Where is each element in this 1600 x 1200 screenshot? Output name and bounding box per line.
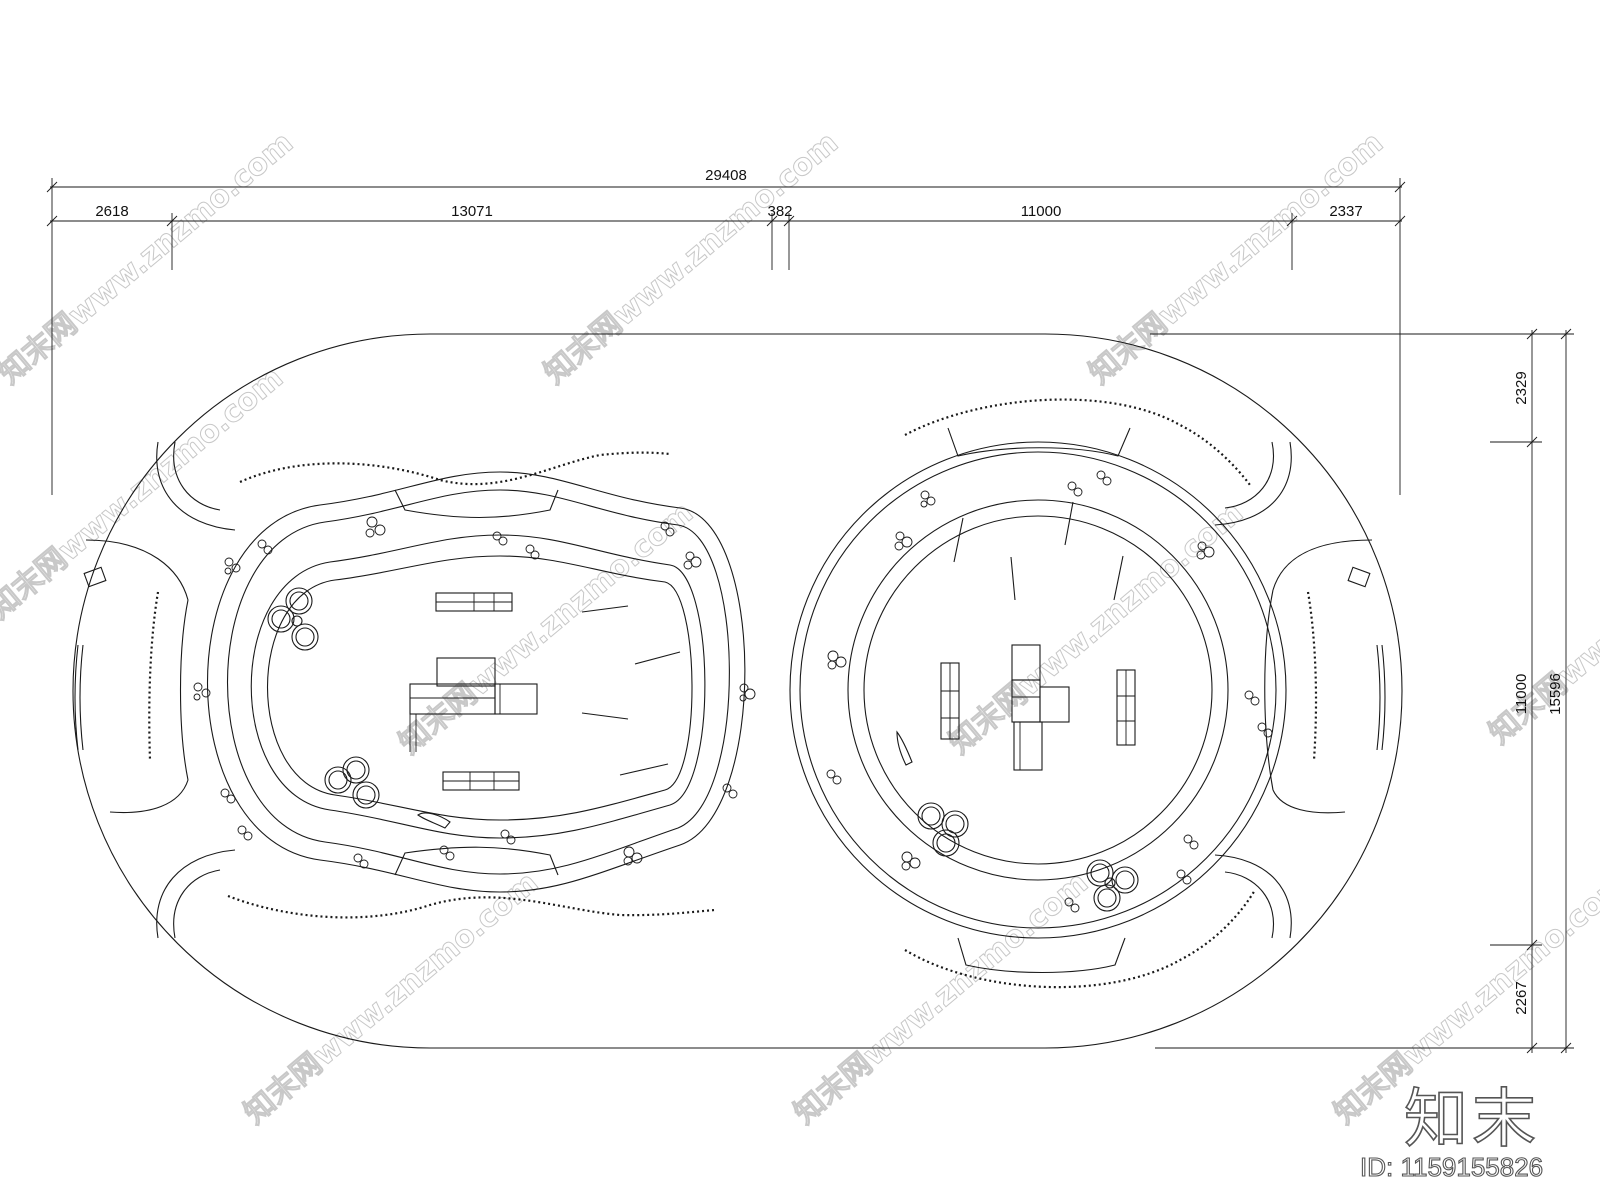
- watermark: 知末网www.znzmo.com: [1083, 125, 1390, 391]
- animal-figure: [896, 730, 913, 766]
- right-dimensions: 2329 11000 2267 15596: [1150, 328, 1574, 1054]
- right-end-lawn: [1264, 539, 1386, 814]
- tire-swing: [324, 756, 380, 809]
- top-dimensions: 29408 2618 13071 382 11000 2337: [46, 167, 1406, 495]
- play-structure: [1039, 686, 1070, 723]
- watermark: 知末网www.znzmo.com: [788, 865, 1095, 1131]
- watermark-layer: 知末网www.znzmo.com 知末网www.znzmo.com 知末网www…: [0, 125, 1600, 1132]
- dim-right: 2267: [1513, 981, 1530, 1014]
- watermark: 知末网www.znzmo.com: [238, 865, 545, 1131]
- left-play-area: [207, 451, 746, 919]
- watermark: 知末网www.znzmo.com: [1483, 485, 1600, 751]
- dim-right: 11000: [1513, 674, 1530, 715]
- slide: [494, 683, 538, 715]
- dim-segment: 382: [767, 203, 792, 220]
- left-end-lawn: [74, 539, 189, 814]
- slide: [1013, 721, 1043, 771]
- bench: [1347, 566, 1371, 588]
- corner-planters: [156, 441, 1292, 939]
- tire-swing: [267, 587, 319, 651]
- brand-logo: 知末: [1403, 1082, 1540, 1158]
- dim-overall-height: 15596: [1547, 673, 1564, 715]
- left-play-equipment: [267, 587, 681, 829]
- bench: [83, 566, 107, 588]
- watermark: 知末网www.znzmo.com: [538, 125, 845, 391]
- dim-segment: 2337: [1329, 203, 1362, 220]
- animal-figure: [417, 812, 451, 829]
- right-shrubs: [826, 470, 1273, 913]
- dim-segment: 2618: [95, 203, 128, 220]
- tire-swing: [917, 802, 969, 857]
- left-shrubs: [193, 516, 756, 869]
- image-id-label: ID: 1159155826: [1359, 1151, 1544, 1182]
- outer-boundary: [72, 333, 1403, 1049]
- watermark: 知末网www.znzmo.com: [393, 495, 700, 761]
- dim-right: 2329: [1513, 371, 1530, 404]
- watermark: 知末网www.znzmo.com: [943, 495, 1250, 761]
- dim-segment: 13071: [451, 203, 493, 220]
- play-structure: [436, 657, 496, 687]
- right-play-area: [789, 398, 1287, 989]
- watermark: 知末网www.znzmo.com: [0, 360, 290, 626]
- tire-swing: [1086, 859, 1139, 912]
- right-play-equipment: [896, 501, 1139, 912]
- dim-segment: 11000: [1021, 203, 1062, 220]
- dim-overall-width: 29408: [705, 167, 747, 184]
- watermark: 知末网www.znzmo.com: [0, 125, 300, 391]
